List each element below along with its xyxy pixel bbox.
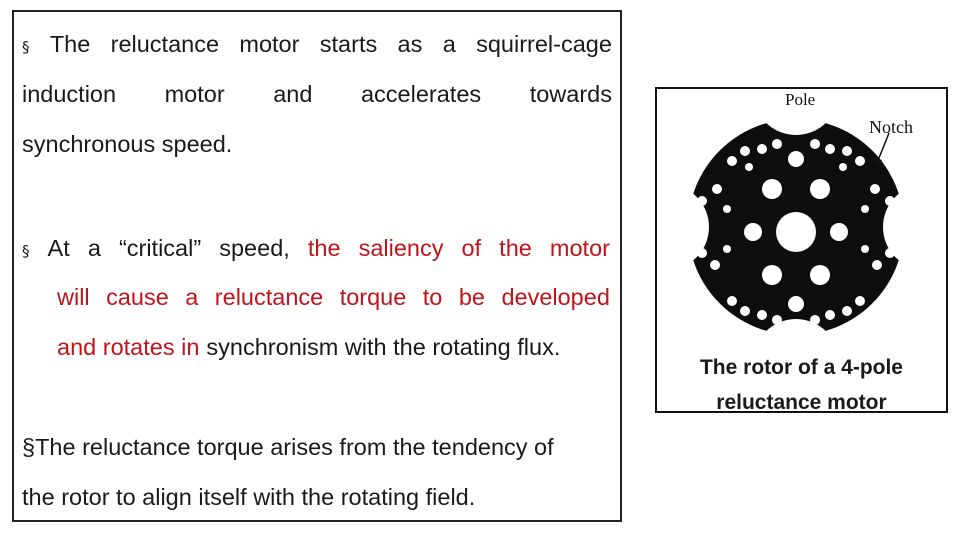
figure-caption-line-1: The rotor of a 4-pole (699, 356, 903, 379)
bullet-marker: § (22, 242, 30, 260)
bullet-3-line-1: §The reluctance torque arises from the t… (22, 434, 554, 460)
bullet-1-line-2: induction motor and accelerates towards (22, 81, 612, 107)
pole-label: Pole (785, 90, 815, 109)
rotor-holes (694, 139, 898, 325)
bullet-2-line-3: and rotates in synchronism with the rota… (57, 334, 561, 360)
bullet-marker: § (22, 38, 30, 56)
figure-caption-line-2: reluctance motor (716, 391, 887, 414)
bullet-2-line-2: will cause a reluctance torque to be dev… (57, 284, 610, 310)
bullet-1-line-1: § The reluctance motor starts as a squir… (22, 30, 612, 61)
rotor-figure: Pole Notch The rotor of a 4-pole relucta… (655, 87, 948, 414)
notch-label: Notch (869, 117, 913, 137)
notch-arrow (876, 132, 890, 164)
bullet-2-line-1: § At a “critical” speed, the saliency of… (22, 234, 610, 265)
bullet-3-line-2: the rotor to align itself with the rotat… (22, 484, 476, 510)
bullet-1-line-3: synchronous speed. (22, 131, 233, 157)
rotor-illustration: Pole Notch (688, 90, 913, 335)
text-panel: § The reluctance motor starts as a squir… (12, 10, 622, 522)
